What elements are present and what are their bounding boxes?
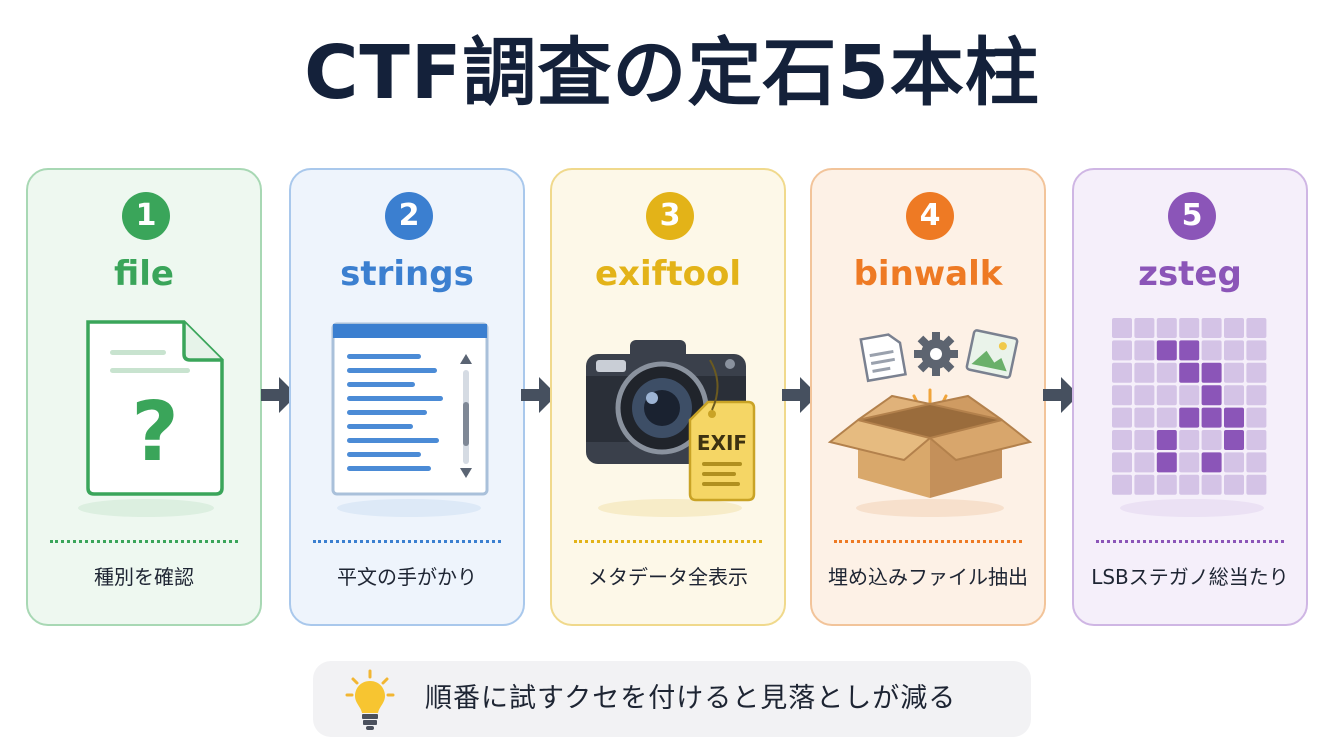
pixel-cell	[1179, 452, 1200, 473]
pixel-cell	[1179, 362, 1200, 383]
pixel-cell	[1201, 407, 1222, 428]
divider	[313, 540, 501, 543]
divider	[834, 540, 1022, 543]
page-title: CTF調査の定石5本柱	[304, 30, 1040, 116]
tip-banner: 順番に試すクセを付けると見落としが減る	[313, 661, 1031, 737]
pixel-cell	[1112, 407, 1132, 428]
step-number-badge: 2	[385, 192, 433, 240]
divider	[50, 540, 238, 543]
pixel-cell	[1179, 318, 1200, 338]
pixel-cell	[1179, 385, 1200, 406]
pixel-cell	[1156, 340, 1177, 361]
pixel-grid-icon	[1112, 318, 1267, 517]
pixel-cell	[1156, 385, 1177, 406]
pixel-cell	[1224, 430, 1244, 450]
pixel-cell	[1156, 407, 1177, 428]
exif-tag-label: EXIF	[697, 431, 747, 455]
pixel-cell	[1201, 340, 1222, 361]
text-document-icon	[331, 322, 489, 517]
arrow-right-icon	[782, 377, 818, 413]
camera-with-exif-tag-icon: EXIF	[586, 340, 756, 517]
pixel-cell	[1224, 362, 1244, 383]
pixel-cell	[1246, 474, 1267, 495]
pixel-cell	[1246, 318, 1267, 338]
pixel-cell	[1201, 318, 1222, 338]
pixel-cell	[1179, 407, 1200, 428]
pixel-cell	[1224, 385, 1244, 406]
pixel-cell	[1224, 318, 1244, 338]
step-description: メタデータ全表示	[588, 565, 748, 589]
arrow-right-icon	[261, 377, 297, 413]
pixel-cell	[1156, 430, 1177, 450]
pixel-cell	[1112, 385, 1132, 406]
pixel-cell	[1134, 452, 1155, 473]
step-card-strings: 2 strings 平文の手がかり	[289, 168, 525, 626]
pixel-cell	[1134, 362, 1155, 383]
pixel-cell	[1112, 340, 1132, 361]
tool-name: binwalk	[853, 254, 1003, 294]
pixel-cell	[1112, 362, 1132, 383]
pixel-cell	[1156, 452, 1177, 473]
pixel-cell	[1224, 474, 1244, 495]
pixel-cell	[1112, 474, 1132, 495]
pixel-cell	[1246, 385, 1267, 406]
step-card-exiftool: 3 exiftool EXIF メタデータ全表示	[550, 168, 786, 626]
pixel-cell	[1246, 407, 1267, 428]
pixel-cell	[1179, 474, 1200, 495]
step-description: 埋め込みファイル抽出	[828, 565, 1028, 589]
pixel-cell	[1179, 340, 1200, 361]
arrow-right-icon	[521, 377, 557, 413]
pixel-cell	[1201, 430, 1222, 450]
pixel-cell	[1134, 385, 1155, 406]
step-number-badge: 1	[122, 192, 170, 240]
pixel-cell	[1179, 430, 1200, 450]
step-number-badge: 5	[1168, 192, 1216, 240]
tip-text: 順番に試すクセを付けると見落としが減る	[425, 683, 957, 714]
pixel-cell	[1134, 430, 1155, 450]
pixel-cell	[1156, 318, 1177, 338]
step-number-badge: 3	[646, 192, 694, 240]
step-description: 平文の手がかり	[337, 565, 477, 589]
pixel-cell	[1134, 474, 1155, 495]
pixel-cell	[1246, 452, 1267, 473]
step-card-file: 1 file ? 種別を確認	[26, 168, 262, 626]
pixel-cell	[1134, 318, 1155, 338]
pixel-cell	[1112, 452, 1132, 473]
pixel-cell	[1134, 407, 1155, 428]
pixel-cell	[1224, 407, 1244, 428]
open-box-with-files-icon	[827, 329, 1033, 517]
step-card-binwalk: 4 binwalk	[810, 168, 1046, 626]
pixel-cell	[1224, 340, 1244, 361]
step-card-zsteg: 5 zsteg LSBステガノ総当たり	[1072, 168, 1308, 626]
step-description: LSBステガノ総当たり	[1091, 565, 1289, 589]
question-mark-glyph: ?	[131, 385, 179, 480]
pixel-cell	[1246, 430, 1267, 450]
step-description: 種別を確認	[94, 565, 194, 589]
tool-name: zsteg	[1138, 254, 1242, 294]
pixel-cell	[1201, 452, 1222, 473]
tool-name: exiftool	[594, 254, 742, 294]
pixel-cell	[1246, 362, 1267, 383]
pixel-cell	[1224, 452, 1244, 473]
pixel-cell	[1112, 430, 1132, 450]
tool-name: file	[114, 254, 174, 294]
arrow-right-icon	[1043, 377, 1079, 413]
pixel-cell	[1246, 340, 1267, 361]
pixel-cell	[1156, 362, 1177, 383]
pixel-cell	[1134, 340, 1155, 361]
divider	[1096, 540, 1284, 543]
divider	[574, 540, 762, 543]
pixel-cell	[1201, 474, 1222, 495]
pixel-cell	[1201, 385, 1222, 406]
tool-name: strings	[340, 254, 474, 294]
step-number-badge: 4	[906, 192, 954, 240]
unknown-file-icon: ?	[78, 320, 224, 517]
pixel-cell	[1112, 318, 1132, 338]
lightbulb-icon	[345, 669, 395, 730]
pixel-cell	[1156, 474, 1177, 495]
pixel-cell	[1201, 362, 1222, 383]
